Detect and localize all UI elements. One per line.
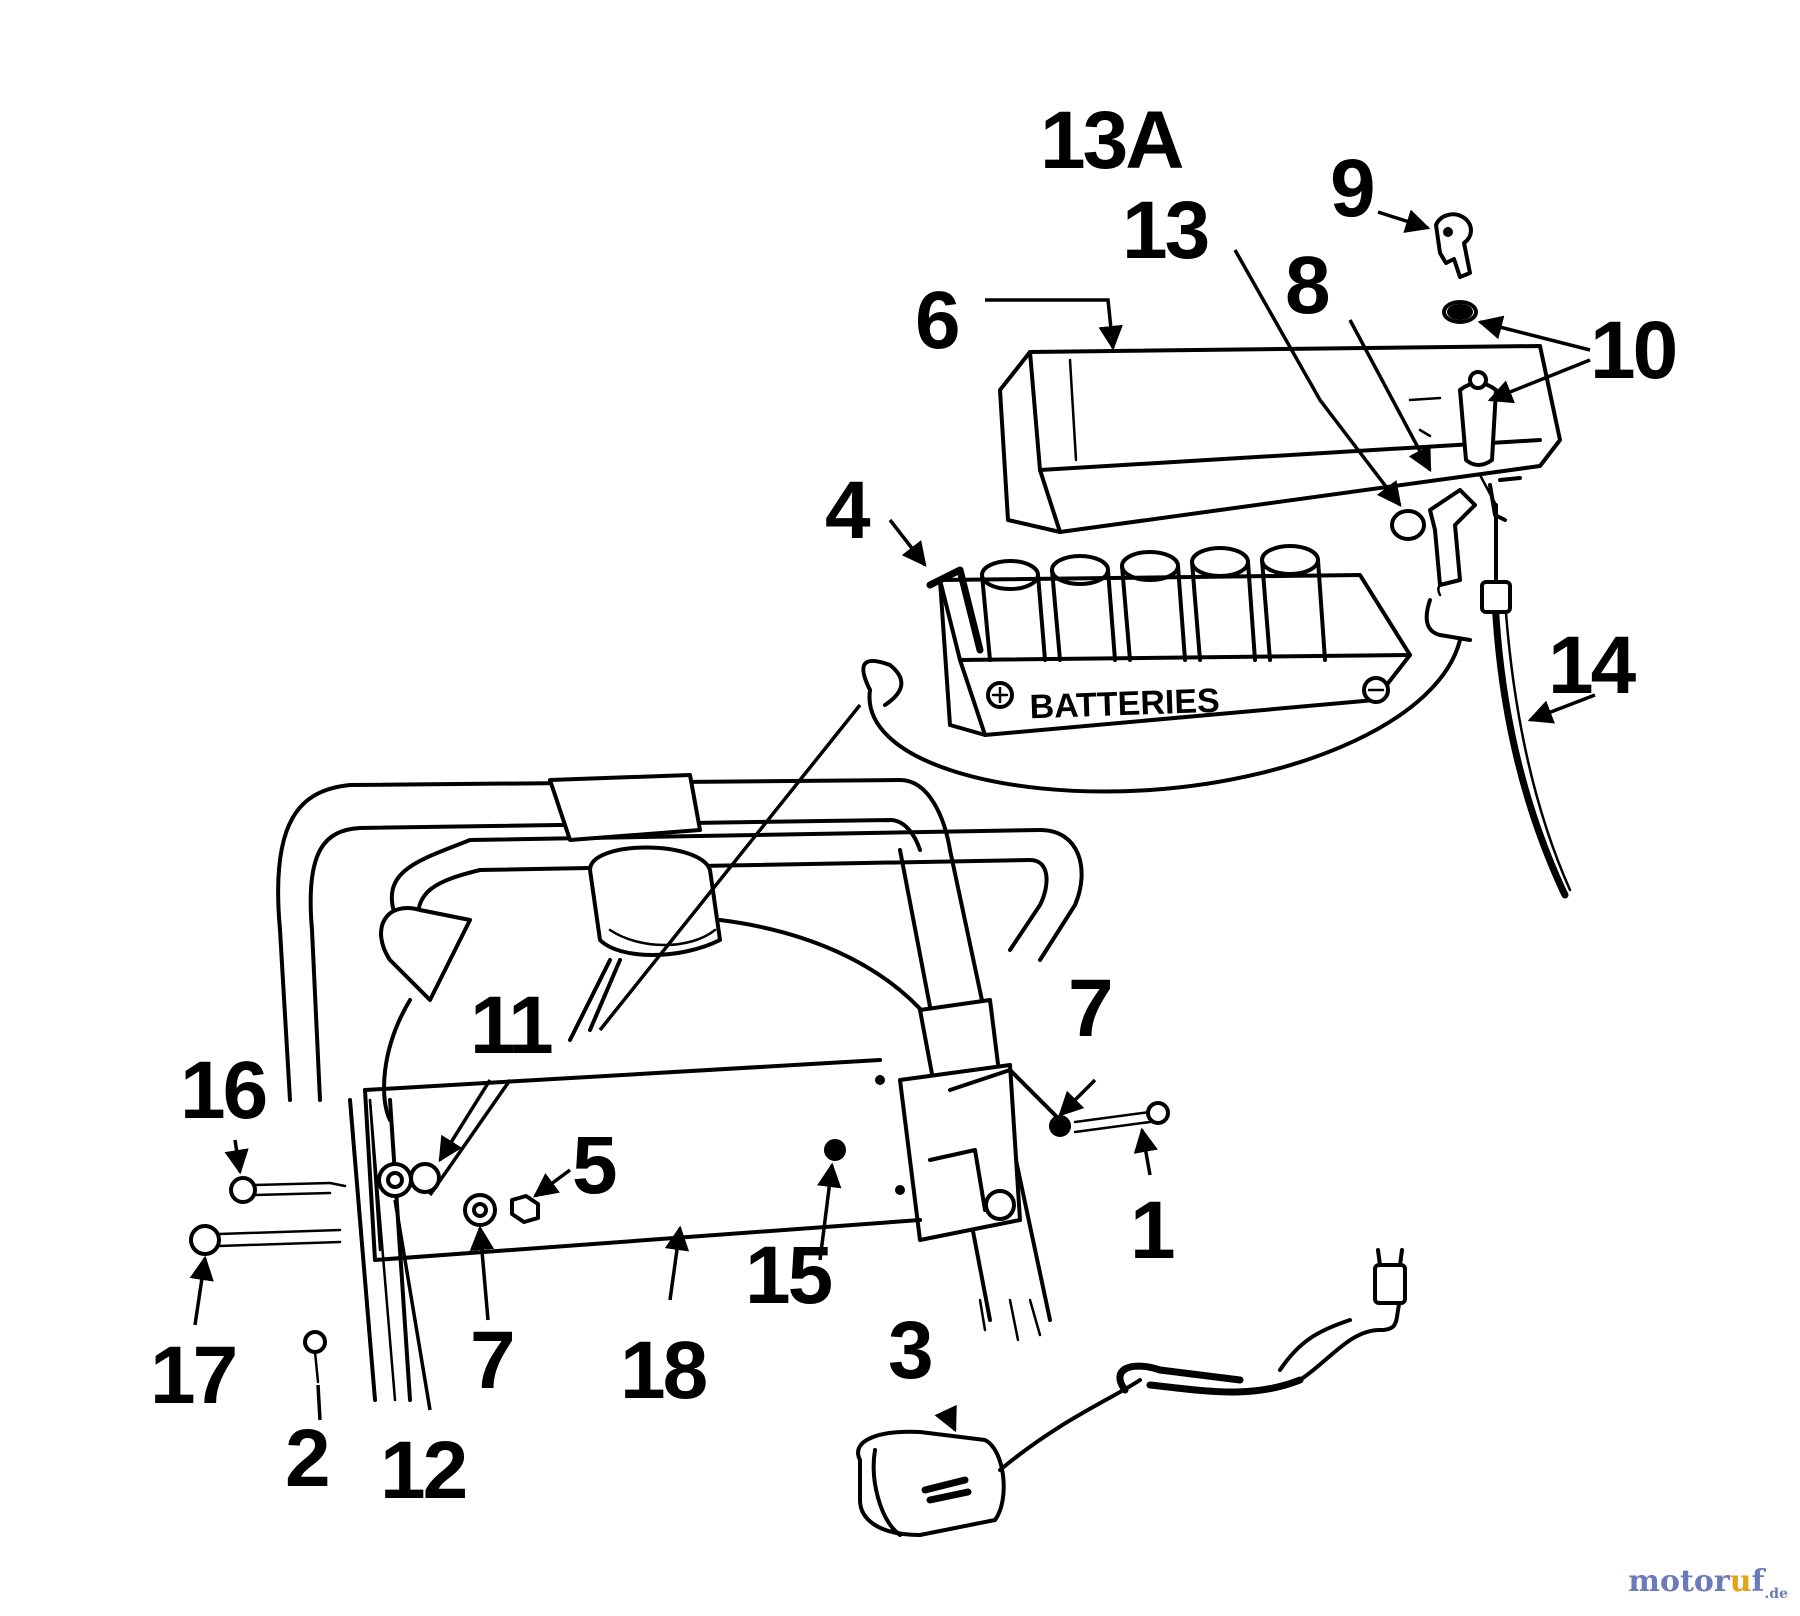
callout-10: 10 — [1590, 305, 1678, 396]
callout-18: 18 — [620, 1325, 708, 1416]
callout-7-upper: 7 — [1068, 963, 1114, 1054]
callout-2: 2 — [285, 1413, 331, 1504]
callout-14: 14 — [1548, 620, 1636, 711]
watermark-logo: motoruf.de — [1628, 1564, 1788, 1602]
callout-16: 16 — [180, 1045, 268, 1136]
wire-harness — [1478, 473, 1572, 899]
callout-4: 4 — [825, 465, 871, 556]
callout-13: 13 — [1122, 185, 1210, 276]
callout-15: 15 — [745, 1230, 833, 1321]
battery-pack: BATTERIES — [926, 544, 1412, 737]
battery-cover — [998, 344, 1562, 534]
hardware — [189, 1101, 1170, 1384]
callout-6: 6 — [915, 275, 961, 366]
handle-assembly — [276, 773, 1084, 1402]
lock-assembly — [1390, 212, 1507, 587]
callout-8: 8 — [1285, 240, 1331, 331]
cross-bar — [363, 1058, 922, 1262]
callout-12: 12 — [380, 1425, 468, 1516]
callout-7-lower: 7 — [470, 1315, 516, 1406]
callout-5: 5 — [572, 1120, 618, 1211]
callout-1: 1 — [1130, 1185, 1176, 1276]
battery-charger — [856, 1248, 1407, 1537]
callout-17: 17 — [150, 1330, 238, 1421]
battery-bracket — [861, 581, 1472, 794]
callout-13A: 13A — [1040, 95, 1184, 186]
leader-lines — [189, 209, 1596, 1433]
batteries-label: BATTERIES — [1029, 682, 1220, 727]
callout-9: 9 — [1330, 143, 1376, 234]
callout-3: 3 — [888, 1305, 934, 1396]
callout-11: 11 — [470, 980, 554, 1071]
